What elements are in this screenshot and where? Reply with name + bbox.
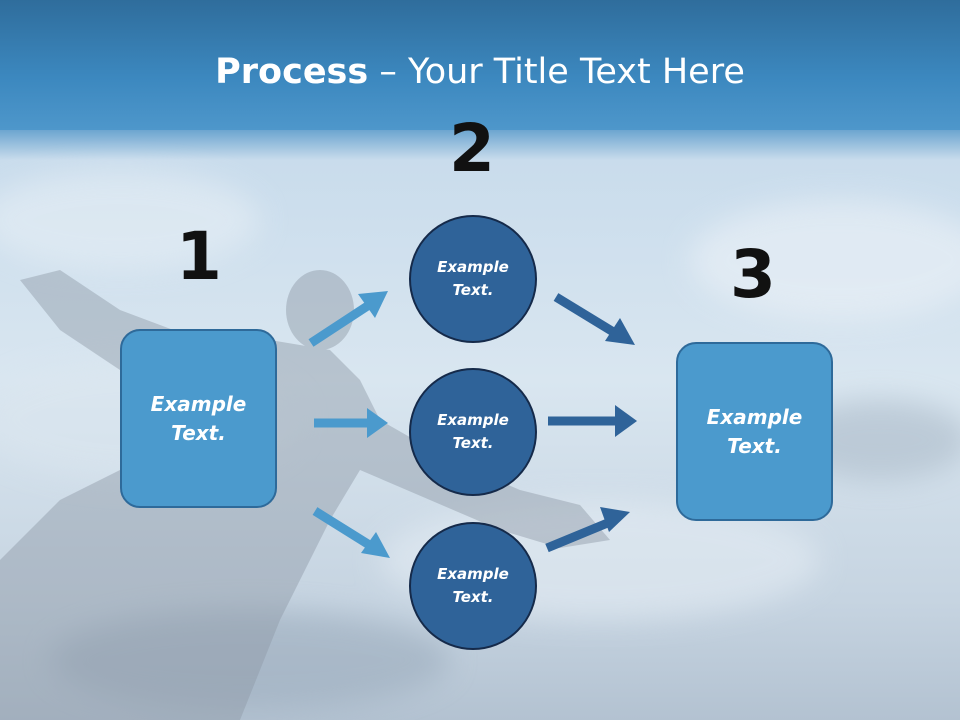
circle-2: Example Text. [409,368,537,496]
arrowhead-to-circle-1 [358,291,388,318]
circle-3-label: Example Text. [437,565,509,606]
header-band [0,0,960,130]
arrow-to-circle-3 [312,507,374,550]
arrowhead-to-circle-3 [361,532,390,558]
circle-3: Example Text. [409,522,537,650]
circle-2-label: Example Text. [437,411,509,452]
arrow-to-circle-1 [308,301,372,347]
right-box-label: Example Text. [706,404,803,458]
arrowhead-from-circle-2 [615,405,637,437]
left-box: Example Text. [120,329,277,508]
circle-1-label: Example Text. [437,258,509,299]
arrow-from-circle-3 [545,517,612,553]
step-number-3: 3 [730,236,776,313]
arrowhead-from-circle-3 [600,507,630,532]
title-bold: Process [215,52,369,92]
right-box: Example Text. [676,342,833,521]
left-box-label: Example Text. [150,391,247,445]
arrowhead-from-circle-1 [605,318,635,345]
title-rest: – Your Title Text Here [368,52,745,92]
arrows-right-group [545,293,637,553]
step-number-2: 2 [449,110,495,187]
circle-1: Example Text. [409,215,537,343]
arrowhead-to-circle-2 [367,408,388,438]
step-number-1: 1 [176,218,222,295]
slide-title: Process – Your Title Text Here [0,52,960,92]
arrows-left-group [308,291,390,558]
arrow-from-circle-1 [553,293,618,337]
